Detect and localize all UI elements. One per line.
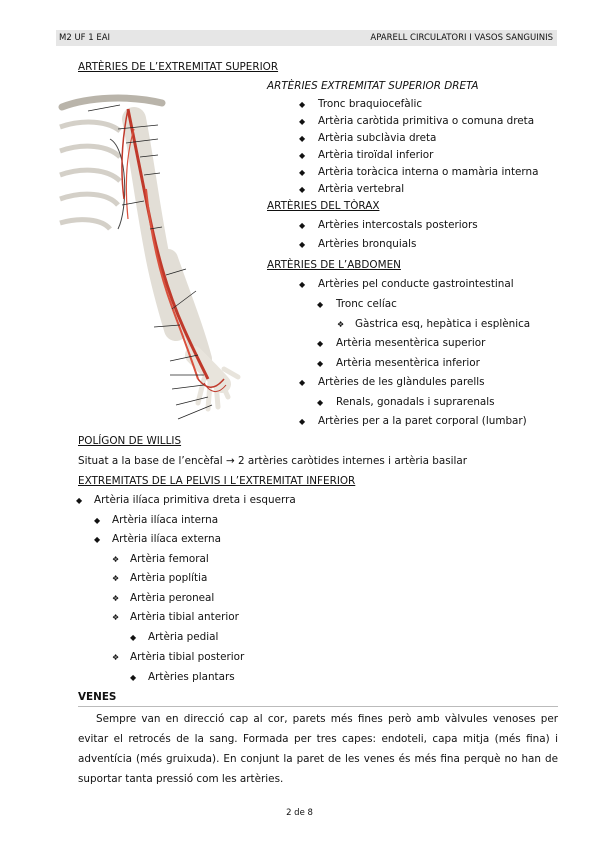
venes-title: VENES [78, 691, 117, 703]
pelvis-l6: Artèria peroneal [130, 592, 215, 604]
abdomen-item-2: Artèries de les glàndules parells [318, 376, 485, 388]
pelvis-l5: Artèria poplítia [130, 572, 208, 584]
upper-item-1: Tronc braquiocefàlic [318, 98, 423, 110]
bullet-diamond-icon: ◆ [94, 535, 101, 544]
bullet-diamond-icon: ◆ [317, 359, 324, 368]
header-right: APARELL CIRCULATORI I VASOS SANGUINIS [370, 33, 553, 43]
section-abdomen-title: ARTÈRIES DE L’ABDOMEN [267, 259, 401, 271]
bullet-diamond-icon: ◆ [299, 221, 306, 230]
pelvis-l1: Artèria ilíaca primitiva dreta i esquerr… [94, 494, 296, 506]
header-left: M2 UF 1 EAI [59, 33, 111, 43]
pelvis-l4: Artèria femoral [130, 553, 209, 565]
pelvis-title: EXTREMITATS DE LA PELVIS I L’EXTREMITAT … [78, 475, 356, 487]
page-number: 2 de 8 [286, 808, 313, 818]
bullet-fleur-icon: ❖ [337, 320, 345, 329]
thorax-item-2: Artèries bronquials [318, 238, 417, 250]
bullet-diamond-icon: ◆ [299, 185, 306, 194]
bullet-diamond-icon: ◆ [299, 168, 306, 177]
bullet-diamond-icon: ◆ [130, 633, 137, 642]
arm-arteries-figure [58, 94, 241, 420]
page-header: M2 UF 1 EAI APARELL CIRCULATORI I VASOS … [56, 30, 557, 46]
bullet-fleur-icon: ❖ [112, 613, 120, 622]
abdomen-tronc: Tronc celíac [336, 298, 397, 310]
bullet-diamond-icon: ◆ [299, 100, 306, 109]
bullet-diamond-icon: ◆ [317, 398, 324, 407]
bullet-diamond-icon: ◆ [299, 151, 306, 160]
bullet-fleur-icon: ❖ [112, 594, 120, 603]
abdomen-mes-sup: Artèria mesentèrica superior [336, 337, 486, 349]
abdomen-renals: Renals, gonadals i suprarenals [336, 396, 495, 408]
bullet-fleur-icon: ❖ [112, 555, 120, 564]
section-upper-title: ARTÈRIES DE L’EXTREMITAT SUPERIOR [78, 61, 279, 73]
abdomen-item-3: Artèries per a la paret corporal (lumbar… [318, 415, 527, 427]
section-thorax-title: ARTÈRIES DEL TÒRAX [267, 200, 380, 212]
pelvis-l3: Artèria ilíaca externa [112, 533, 221, 545]
bullet-diamond-icon: ◆ [299, 280, 306, 289]
bullet-fleur-icon: ❖ [112, 653, 120, 662]
bullet-diamond-icon: ◆ [299, 378, 306, 387]
bullet-diamond-icon: ◆ [130, 673, 137, 682]
venes-paragraph: Sempre van en direcció cap al cor, paret… [78, 713, 558, 785]
upper-item-4: Artèria tiroïdal inferior [318, 149, 434, 161]
bullet-diamond-icon: ◆ [299, 134, 306, 143]
pelvis-l2: Artèria ilíaca interna [112, 514, 219, 526]
section-upper-subtitle: ARTÈRIES EXTREMITAT SUPERIOR DRETA [267, 80, 479, 92]
pelvis-l7: Artèria tibial anterior [130, 611, 239, 623]
bullet-diamond-icon: ◆ [317, 339, 324, 348]
bullet-diamond-icon: ◆ [299, 417, 306, 426]
abdomen-gastrica: Gàstrica esq, hepàtica i esplènica [355, 318, 531, 330]
thorax-item-1: Artèries intercostals posteriors [318, 219, 478, 231]
bullet-diamond-icon: ◆ [76, 496, 83, 505]
bullet-diamond-icon: ◆ [299, 117, 306, 126]
bullet-fleur-icon: ❖ [112, 574, 120, 583]
upper-item-5: Artèria toràcica interna o mamària inter… [318, 166, 539, 178]
willis-text: Situat a la base de l’encèfal → 2 artèri… [78, 455, 468, 467]
abdomen-item-1: Artèries pel conducte gastrointestinal [318, 278, 514, 290]
upper-item-3: Artèria subclàvia dreta [318, 132, 437, 144]
willis-title: POLÍGON DE WILLIS [78, 435, 182, 447]
pelvis-l9: Artèria tibial posterior [130, 651, 245, 663]
section-divider [78, 706, 558, 707]
bullet-diamond-icon: ◆ [299, 240, 306, 249]
bullet-diamond-icon: ◆ [94, 516, 101, 525]
abdomen-mes-inf: Artèria mesentèrica inferior [336, 357, 480, 369]
upper-item-6: Artèria vertebral [318, 183, 405, 195]
bullet-diamond-icon: ◆ [317, 300, 324, 309]
pelvis-l10: Artèries plantars [148, 671, 235, 683]
upper-item-2: Artèria caròtida primitiva o comuna dret… [318, 115, 535, 127]
pelvis-l8: Artèria pedial [148, 631, 219, 643]
